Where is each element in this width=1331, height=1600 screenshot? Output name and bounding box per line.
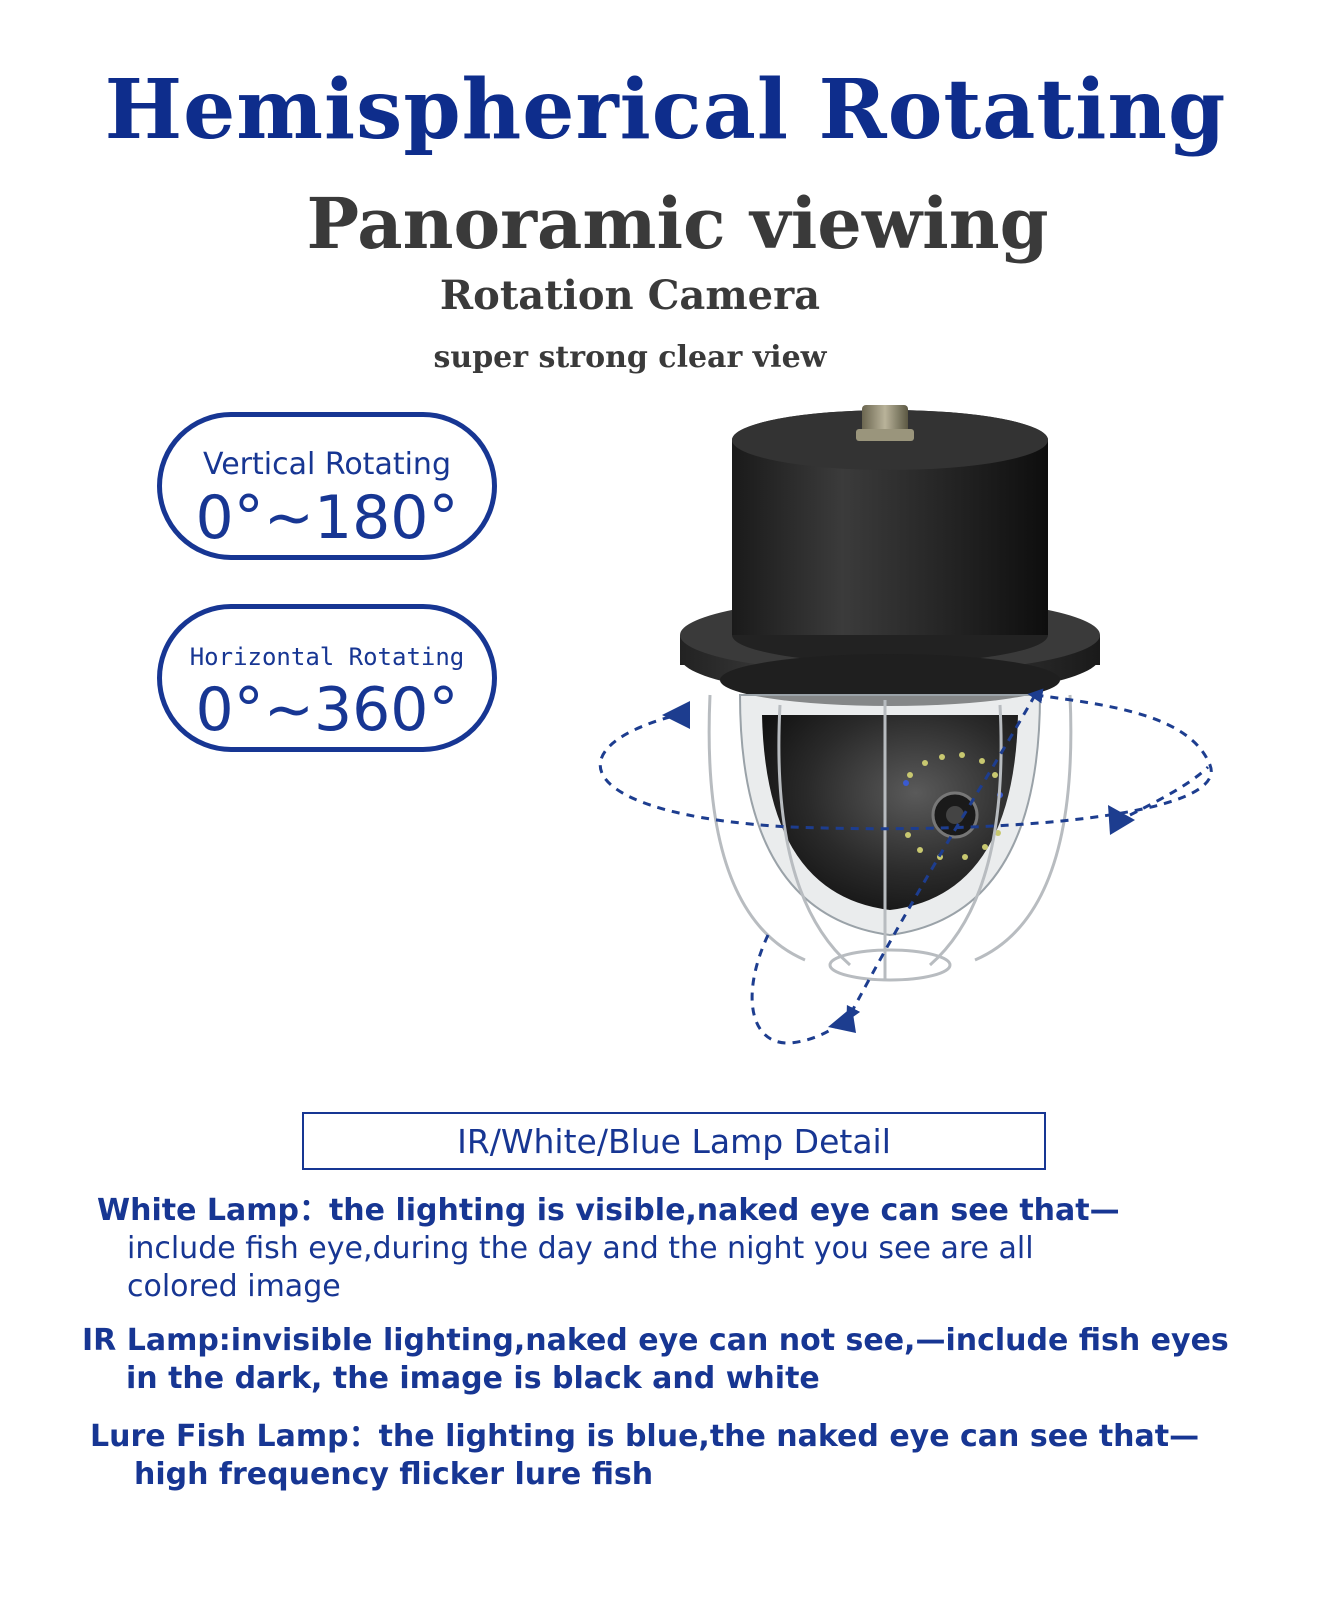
- white-lamp-line: colored image: [127, 1269, 341, 1304]
- ir-lamp-description: IR Lamp:invisible lighting,naked eye can…: [82, 1322, 1302, 1398]
- vertical-rotation-label: Vertical Rotating: [203, 447, 451, 482]
- sub-title: Panoramic viewing: [306, 182, 1049, 265]
- horizontal-rotation-range: 0°~360°: [195, 675, 459, 745]
- lure-lamp-description: Lure Fish Lamp：the lighting is blue,the …: [90, 1418, 1310, 1494]
- lure-lamp-line: high frequency flicker lure fish: [134, 1457, 654, 1492]
- ir-lamp-line: in the dark, the image is black and whit…: [126, 1361, 820, 1396]
- white-lamp-line: include fish eye,during the day and the …: [127, 1231, 1034, 1266]
- ir-lamp-title: IR Lamp:invisible lighting,naked eye can…: [82, 1323, 1229, 1358]
- product-title: Rotation Camera: [439, 272, 821, 319]
- lure-lamp-title: Lure Fish Lamp：the lighting is blue,the …: [90, 1419, 1200, 1454]
- tagline: super strong clear view: [433, 340, 827, 375]
- mounting-flange: [680, 555, 1100, 706]
- arrow-heads: [662, 701, 1135, 1033]
- guard-cage: [707, 694, 1073, 982]
- white-lamp-title: White Lamp：the lighting is visible,naked…: [97, 1193, 1120, 1228]
- horizontal-rotation-badge: Horizontal Rotating 0°~360°: [157, 604, 497, 752]
- horizontal-rotation-label: Horizontal Rotating: [189, 643, 465, 671]
- main-title: Hemispherical Rotating: [104, 62, 1227, 158]
- camera-dome: [738, 694, 1042, 937]
- camera-housing: [732, 407, 1048, 640]
- white-lamp-description: White Lamp：the lighting is visible,naked…: [97, 1192, 1277, 1306]
- lamp-detail-heading: IR/White/Blue Lamp Detail: [302, 1112, 1046, 1170]
- vertical-rotation-range: 0°~180°: [195, 483, 459, 553]
- vertical-rotation-badge: Vertical Rotating 0°~180°: [157, 412, 497, 560]
- camera-illustration: [598, 405, 1213, 1045]
